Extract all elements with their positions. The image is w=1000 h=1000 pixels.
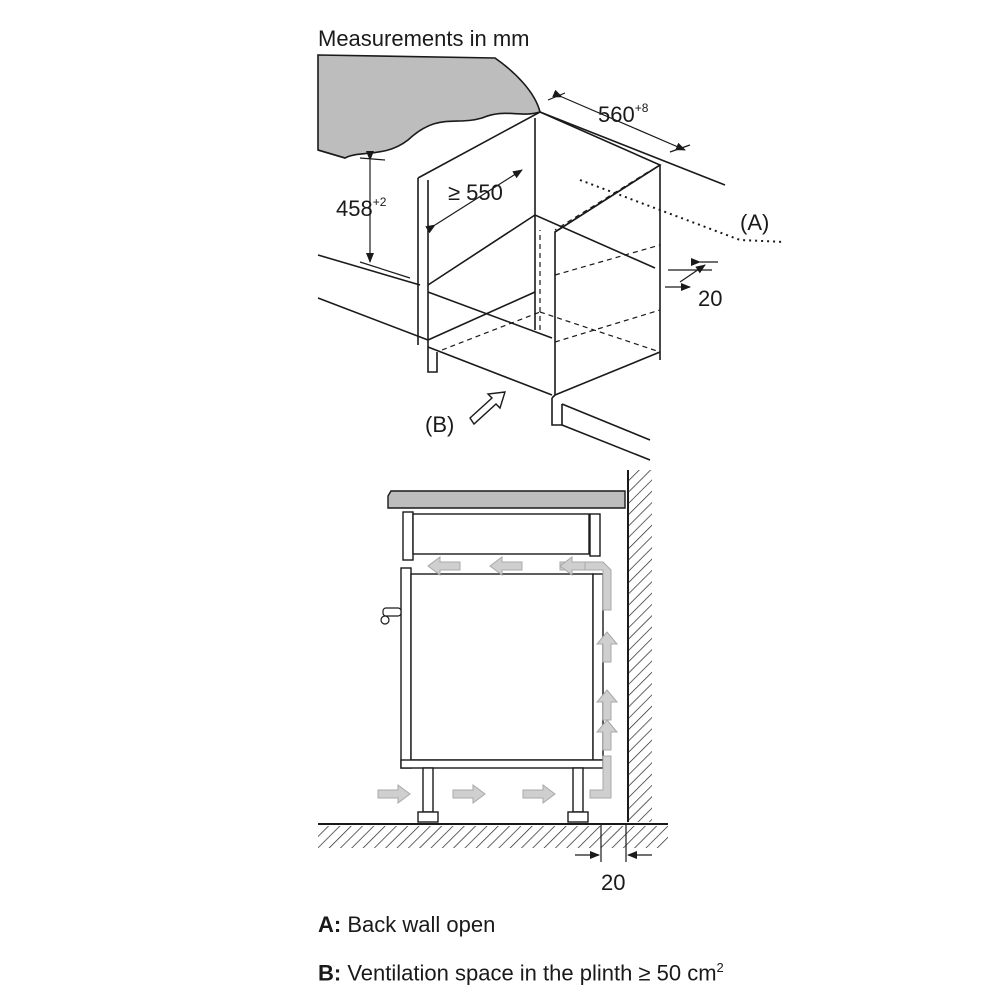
floor-hatch (318, 826, 668, 848)
oven-door (400, 567, 412, 769)
legend-b: B: Ventilation space in the plinth ≥ 50 … (318, 960, 724, 986)
dimension-width-value: 560+8 (598, 101, 649, 127)
back-wall-hatch (628, 470, 652, 822)
airflow-arrow-b (469, 391, 506, 426)
oven-body (410, 573, 594, 761)
legend-b-text: Ventilation space in the plinth ≥ 50 cm (347, 960, 717, 986)
dimension-width (547, 89, 691, 153)
dimension-depth-value: ≥ 550 (448, 180, 503, 205)
dimension-height-value: 458+2 (336, 195, 387, 221)
legend-a: A: Back wall open (318, 912, 495, 938)
section-view: 20 (318, 470, 668, 895)
isometric-view (317, 54, 786, 461)
section-worktop (387, 490, 626, 509)
legend-a-key: A: (318, 912, 342, 937)
legend-b-key: B: (318, 960, 342, 986)
label-a: (A) (740, 210, 769, 235)
dimension-gap-top-value: 20 (698, 286, 722, 311)
airflow-arrows (377, 556, 619, 804)
diagram-title: Measurements in mm (318, 26, 530, 51)
legend-b-sup: 2 (716, 960, 724, 975)
legend-a-text: Back wall open (347, 912, 496, 937)
label-b: (B) (425, 412, 454, 437)
dimension-gap-bottom-value: 20 (601, 870, 625, 895)
worktop (317, 54, 541, 159)
